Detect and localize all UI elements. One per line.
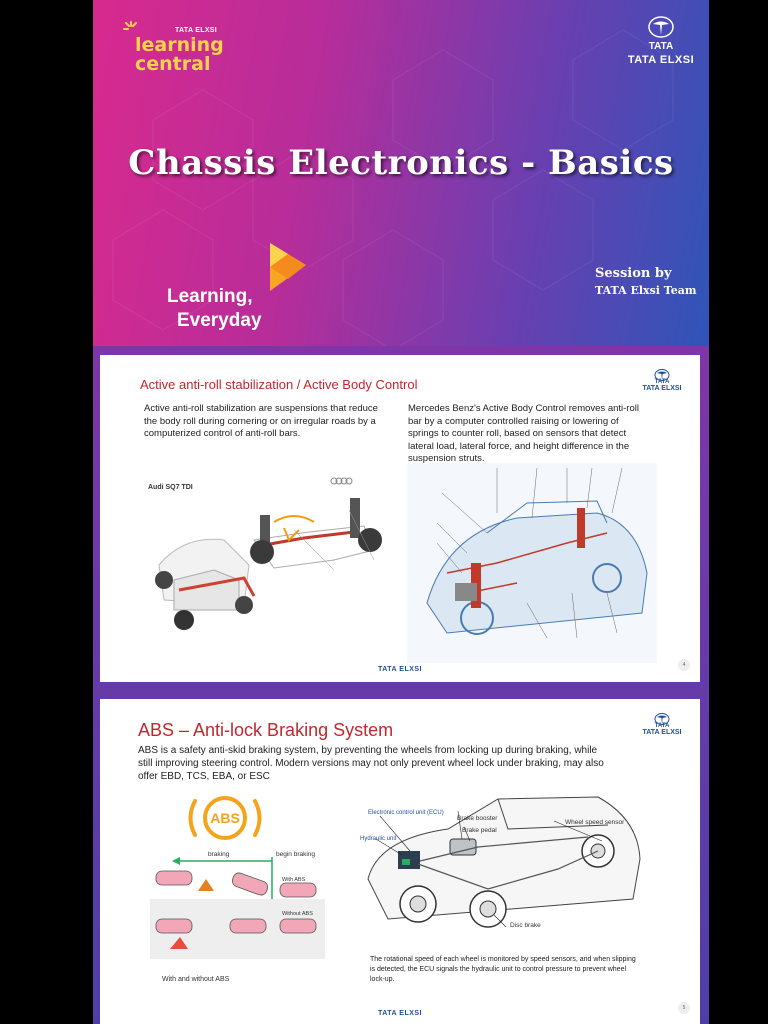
tata-brand-logo: TATA TATA ELXSI xyxy=(621,14,701,69)
audi-caption: Audi SQ7 TDI xyxy=(148,484,193,491)
session-team: TATA Elxsi Team xyxy=(595,284,697,297)
slide-footer-brand: TATA ELXSI xyxy=(377,1010,423,1017)
abs-car-illustration xyxy=(367,796,641,928)
label-disc-brake: Disc brake xyxy=(510,922,541,929)
session-credit: Session by TATA Elxsi Team xyxy=(595,266,696,297)
logo-word-learning: learning xyxy=(135,34,224,56)
tagline: Learning, Everyday xyxy=(167,285,262,333)
slide-title: ABS – Anti-lock Braking System xyxy=(138,720,394,740)
audi-suspension-illustration xyxy=(155,477,382,630)
title-slide: TATA ELXSI learning central TATA TATA EL… xyxy=(93,0,709,346)
label-brake-booster: Brake booster xyxy=(457,815,498,822)
tagline-line1: Learning, xyxy=(167,286,253,307)
learning-central-logo xyxy=(121,20,231,80)
right-description: Mercedes Benz's Active Body Control remo… xyxy=(408,403,639,464)
slide-abs: ABS – Anti-lock Braking System TATA TATA… xyxy=(100,699,700,1024)
play-logo-icon xyxy=(270,243,306,291)
label-with-abs: With ABS xyxy=(282,877,306,883)
slide-brand-logo: TATA TATA ELXSI xyxy=(642,369,682,392)
abs-intro: ABS is a safety anti-skid braking system… xyxy=(138,745,604,782)
label-hydraulic-unit: Hydraulic unit xyxy=(360,836,397,842)
slide-title: Active anti-roll stabilization / Active … xyxy=(140,377,418,392)
braking-comparison-diagram xyxy=(150,857,325,959)
with-without-abs-caption: With and without ABS xyxy=(162,976,230,983)
mercedes-abc-illustration xyxy=(407,463,657,663)
abs-car-caption: The rotational speed of each wheel is mo… xyxy=(370,956,636,983)
slide-brand-top: TATA xyxy=(654,723,670,729)
label-without-abs: Without ABS xyxy=(282,911,313,917)
slide-brand-bottom: TATA ELXSI xyxy=(642,729,682,736)
slide-brand-bottom: TATA ELXSI xyxy=(642,385,682,392)
document-page: TATA ELXSI learning central TATA TATA EL… xyxy=(93,0,709,1024)
logo-small-brand: TATA ELXSI xyxy=(175,27,218,34)
page-title: Chassis Electronics - Basics xyxy=(128,143,674,183)
slide-brand-top: TATA xyxy=(654,379,670,385)
left-description: Active anti-roll stabilization are suspe… xyxy=(144,403,378,439)
label-ecu: Electronic control unit (ECU) xyxy=(368,810,444,816)
tata-emblem-icon xyxy=(654,713,670,725)
tata-brand-top: TATA xyxy=(648,41,674,52)
tata-emblem-icon xyxy=(654,369,670,381)
hex-pattern-background xyxy=(112,29,674,346)
label-begin-braking: begin braking xyxy=(276,851,316,858)
page-number: 4 xyxy=(678,659,690,671)
abs-warning-icon xyxy=(188,796,262,840)
label-brake-pedal: Brake pedal xyxy=(462,827,497,834)
label-wheel-speed-sensor: Wheel speed sensor xyxy=(565,819,625,826)
tata-brand-bottom: TATA ELXSI xyxy=(627,54,695,66)
abs-badge-text: ABS xyxy=(210,810,240,826)
tagline-line2: Everyday xyxy=(177,310,262,331)
logo-word-central: central xyxy=(135,53,211,75)
slide-anti-roll: Active anti-roll stabilization / Active … xyxy=(100,355,700,682)
tata-emblem-icon xyxy=(648,16,674,38)
sparkle-icon xyxy=(123,21,137,30)
slide-brand-logo: TATA TATA ELXSI xyxy=(642,713,682,736)
page-number: 5 xyxy=(678,1002,690,1014)
label-braking: braking xyxy=(208,851,230,858)
slide-footer-brand: TATA ELXSI xyxy=(377,666,423,673)
abs-warning-badge: ABS xyxy=(186,793,264,843)
session-label: Session by xyxy=(595,266,672,281)
